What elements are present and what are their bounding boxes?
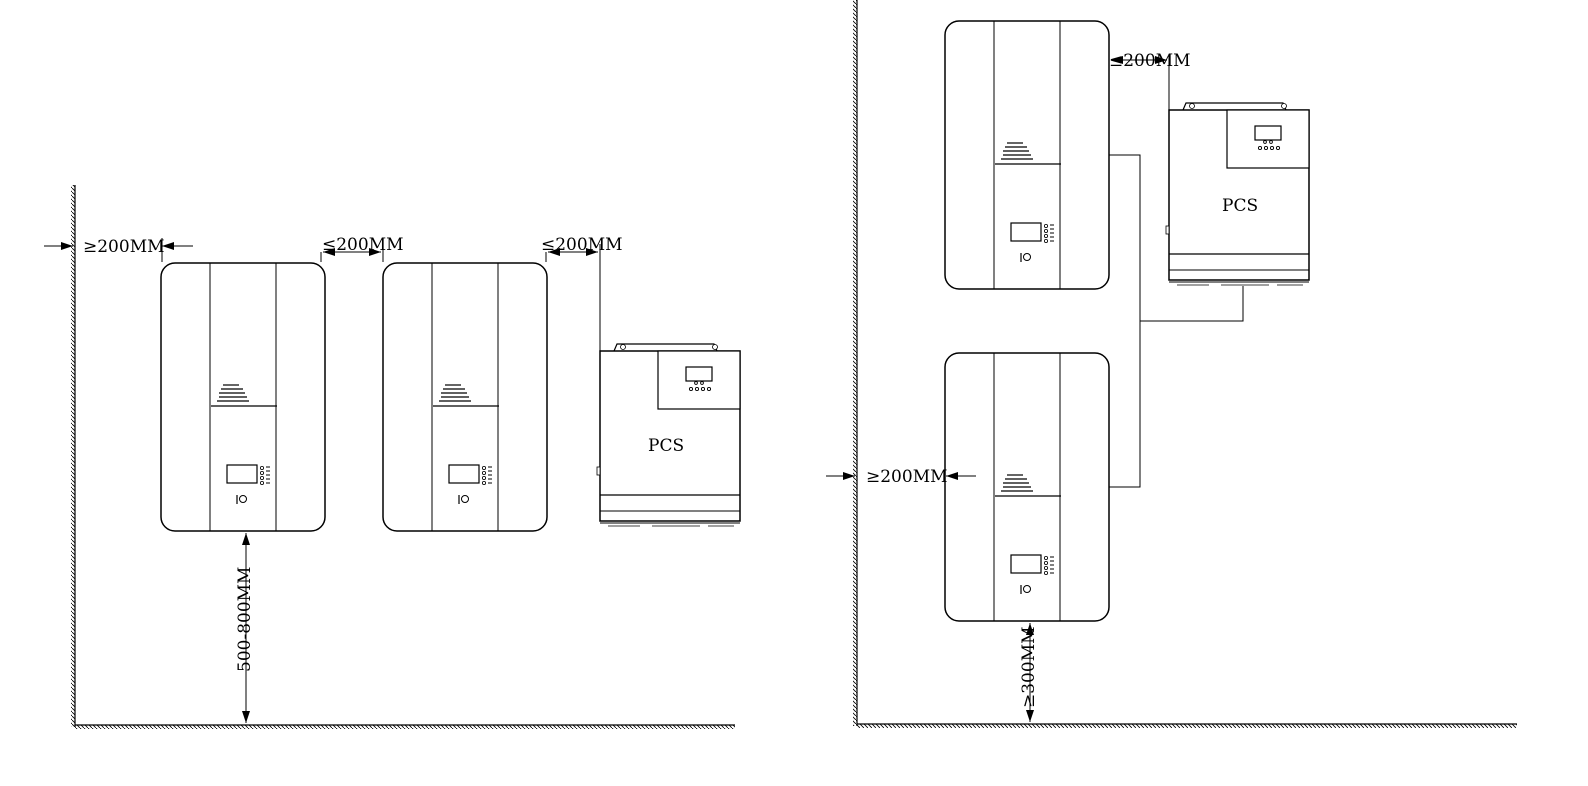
right-battery-pcs-gap-label: ≤200MM — [1109, 51, 1191, 71]
battery-module-1 — [160, 262, 326, 532]
left-floor — [75, 725, 735, 729]
right-wall — [853, 0, 857, 726]
right-installation-diagram: PCS ≤200MM ≥200MM ≥300MM — [826, 0, 1517, 728]
left-wall-gap-label: ≥200MM — [83, 237, 165, 257]
battery-pcs-gap-label: ≤200MM — [541, 235, 623, 255]
connection-cable — [1109, 154, 1141, 488]
floor-gap-label: ≥300MM — [1019, 626, 1039, 708]
right-wall-gap-label: ≥200MM — [866, 467, 948, 487]
pcs-label-right: PCS — [1222, 196, 1258, 216]
pcs-connection-cable — [1140, 286, 1244, 322]
battery-module-top — [944, 20, 1110, 290]
pcs-inverter-left — [596, 343, 741, 527]
battery-module-2 — [382, 262, 548, 532]
left-wall — [71, 185, 75, 727]
battery-module-bottom — [944, 352, 1110, 622]
pcs-inverter-right — [1165, 102, 1310, 286]
pcs-label-left: PCS — [648, 436, 684, 456]
floor-height-label: 500-800MM — [235, 567, 255, 672]
left-installation-diagram: PCS ≥200MM ≤200MM ≤200MM 500-800MM — [44, 185, 741, 729]
battery-gap-label: ≤200MM — [322, 235, 404, 255]
right-floor — [857, 724, 1517, 728]
